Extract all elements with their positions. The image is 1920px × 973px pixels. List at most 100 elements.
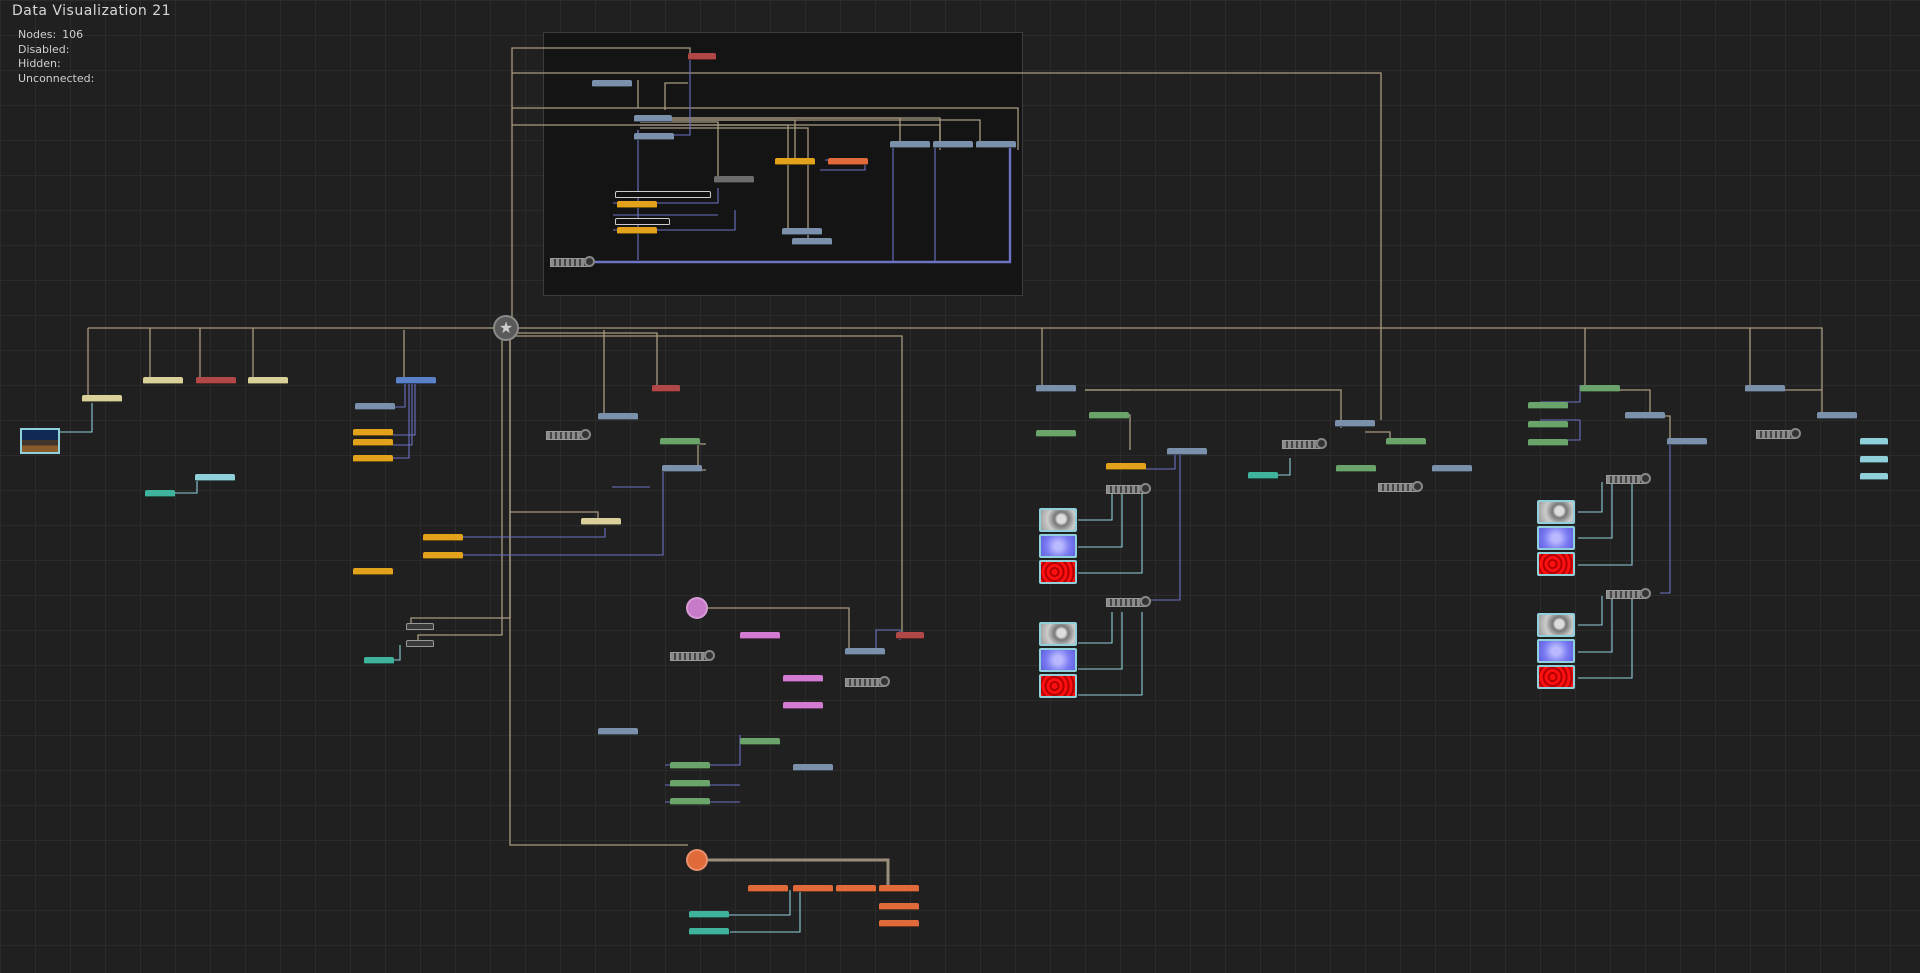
graph-node[interactable] <box>396 377 436 384</box>
graph-node[interactable] <box>670 798 710 805</box>
graph-node[interactable] <box>652 385 680 392</box>
graph-node[interactable] <box>617 227 657 234</box>
camera-node[interactable] <box>670 650 715 661</box>
graph-node[interactable] <box>890 141 930 148</box>
graph-node[interactable] <box>615 218 670 225</box>
graph-node[interactable] <box>1667 438 1707 445</box>
graph-node[interactable] <box>423 552 463 559</box>
graph-node[interactable] <box>353 455 393 462</box>
graph-node[interactable] <box>670 780 710 787</box>
render-preview-thumbnail[interactable] <box>20 428 60 454</box>
texture-thumbnail[interactable] <box>1537 526 1575 550</box>
texture-thumbnail[interactable] <box>1039 674 1077 698</box>
graph-node[interactable] <box>355 403 395 410</box>
graph-node[interactable] <box>976 141 1016 148</box>
graph-node[interactable] <box>1335 420 1375 427</box>
graph-node[interactable] <box>1528 439 1568 446</box>
graph-node[interactable] <box>634 133 674 140</box>
texture-thumbnail[interactable] <box>1039 622 1077 646</box>
camera-node[interactable] <box>546 429 591 440</box>
graph-node[interactable] <box>1817 412 1857 419</box>
graph-node[interactable] <box>1860 438 1888 445</box>
graph-node[interactable] <box>783 702 823 709</box>
graph-node[interactable] <box>782 228 822 235</box>
graph-node[interactable] <box>353 568 393 575</box>
graph-node[interactable] <box>406 640 434 647</box>
star-icon[interactable]: ★ <box>493 315 519 341</box>
graph-node[interactable] <box>196 377 236 384</box>
graph-node[interactable] <box>423 534 463 541</box>
graph-node[interactable] <box>896 632 924 639</box>
graph-node[interactable] <box>248 377 288 384</box>
graph-node[interactable] <box>364 657 394 664</box>
graph-node[interactable] <box>1528 402 1568 409</box>
graph-node[interactable] <box>1167 448 1207 455</box>
texture-thumbnail[interactable] <box>1537 639 1575 663</box>
graph-node[interactable] <box>143 377 183 384</box>
graph-node[interactable] <box>836 885 876 892</box>
graph-node[interactable] <box>933 141 973 148</box>
graph-node[interactable] <box>845 648 885 655</box>
graph-node[interactable] <box>689 928 729 935</box>
graph-node[interactable] <box>783 675 823 682</box>
graph-node[interactable] <box>1106 463 1146 470</box>
camera-node[interactable] <box>1106 596 1151 607</box>
graph-node[interactable] <box>82 395 122 402</box>
texture-thumbnail[interactable] <box>1039 534 1077 558</box>
graph-node[interactable] <box>145 490 175 497</box>
graph-node[interactable] <box>748 885 788 892</box>
graph-node[interactable] <box>406 623 434 630</box>
graph-node[interactable] <box>1036 430 1076 437</box>
graph-node[interactable] <box>660 438 700 445</box>
camera-node[interactable] <box>1282 438 1327 449</box>
pink-circle-node[interactable] <box>686 597 708 619</box>
graph-node[interactable] <box>195 474 235 481</box>
graph-node[interactable] <box>688 53 716 60</box>
graph-node[interactable] <box>634 115 672 122</box>
graph-node[interactable] <box>1432 465 1472 472</box>
graph-node[interactable] <box>1248 472 1278 479</box>
graph-node[interactable] <box>714 176 754 183</box>
camera-node[interactable] <box>1106 483 1151 494</box>
graph-node[interactable] <box>615 191 711 198</box>
graph-node[interactable] <box>353 439 393 446</box>
texture-thumbnail[interactable] <box>1039 560 1077 584</box>
graph-node[interactable] <box>1386 438 1426 445</box>
graph-node[interactable] <box>598 413 638 420</box>
graph-node[interactable] <box>1336 465 1376 472</box>
texture-thumbnail[interactable] <box>1537 665 1575 689</box>
texture-thumbnail[interactable] <box>1537 500 1575 524</box>
graph-node[interactable] <box>1745 385 1785 392</box>
graph-node[interactable] <box>581 518 621 525</box>
camera-node[interactable] <box>550 256 595 267</box>
graph-node[interactable] <box>662 465 702 472</box>
camera-node[interactable] <box>1378 481 1423 492</box>
graph-node[interactable] <box>689 911 729 918</box>
graph-node[interactable] <box>879 903 919 910</box>
graph-node[interactable] <box>1625 412 1665 419</box>
texture-thumbnail[interactable] <box>1039 508 1077 532</box>
graph-node[interactable] <box>740 632 780 639</box>
graph-node[interactable] <box>828 158 868 165</box>
graph-node[interactable] <box>617 201 657 208</box>
graph-node[interactable] <box>1860 456 1888 463</box>
camera-node[interactable] <box>1756 428 1801 439</box>
graph-node[interactable] <box>879 885 919 892</box>
graph-node[interactable] <box>1528 421 1568 428</box>
texture-thumbnail[interactable] <box>1537 552 1575 576</box>
graph-node[interactable] <box>879 920 919 927</box>
texture-thumbnail[interactable] <box>1039 648 1077 672</box>
graph-node[interactable] <box>1089 412 1129 419</box>
camera-node[interactable] <box>1606 473 1651 484</box>
graph-node[interactable] <box>670 762 710 769</box>
graph-node[interactable] <box>792 238 832 245</box>
graph-node[interactable] <box>598 728 638 735</box>
graph-node[interactable] <box>592 80 632 87</box>
texture-thumbnail[interactable] <box>1537 613 1575 637</box>
graph-node[interactable] <box>353 429 393 436</box>
graph-node[interactable] <box>793 764 833 771</box>
graph-node[interactable] <box>775 158 815 165</box>
camera-node[interactable] <box>1606 588 1651 599</box>
camera-node[interactable] <box>845 676 890 687</box>
